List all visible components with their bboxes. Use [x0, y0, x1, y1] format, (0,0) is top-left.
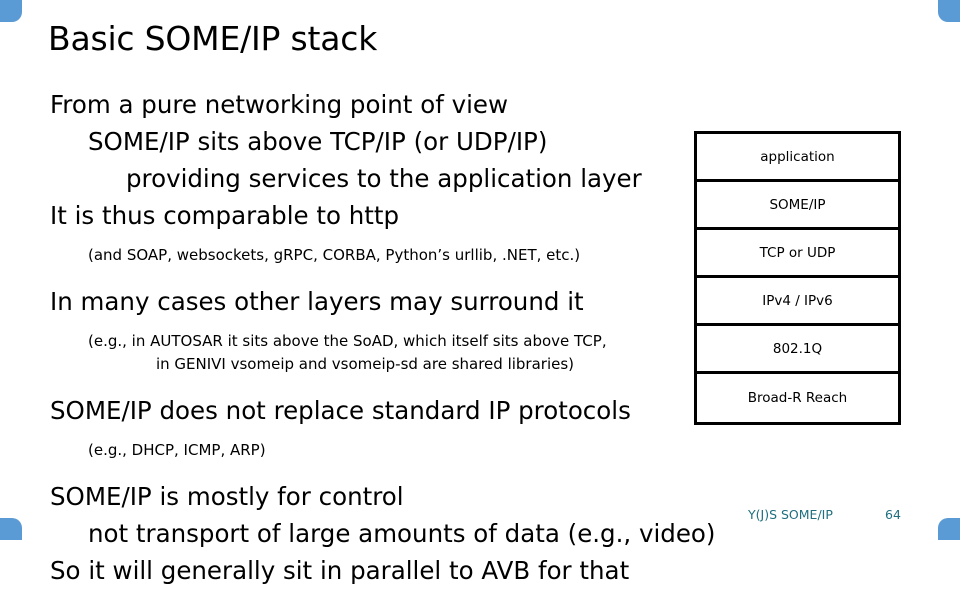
- body-line: not transport of large amounts of data (…: [88, 519, 716, 548]
- spacer: [50, 320, 680, 330]
- body-line: In many cases other layers may surround …: [50, 287, 584, 316]
- corner-decoration-bottom-left: [0, 518, 22, 540]
- stack-layer: IPv4 / IPv6: [697, 278, 898, 326]
- spacer: [50, 234, 680, 244]
- body-line: SOME/IP does not replace standard IP pro…: [50, 396, 631, 425]
- body-line: SOME/IP is mostly for control: [50, 482, 404, 511]
- spacer: [50, 267, 680, 283]
- stack-layer: SOME/IP: [697, 182, 898, 230]
- spacer: [50, 376, 680, 392]
- stack-layer: application: [697, 134, 898, 182]
- body-line: providing services to the application la…: [126, 164, 642, 193]
- footer-label: Y(J)S SOME/IP: [748, 507, 833, 522]
- corner-decoration-top-right: [938, 0, 960, 22]
- stack-layer: TCP or UDP: [697, 230, 898, 278]
- spacer: [50, 462, 680, 478]
- body-line: (e.g., in AUTOSAR it sits above the SoAD…: [88, 332, 607, 350]
- body-line: (and SOAP, websockets, gRPC, CORBA, Pyth…: [88, 246, 581, 264]
- body-line: (e.g., DHCP, ICMP, ARP): [88, 441, 266, 459]
- corner-decoration-bottom-right: [938, 518, 960, 540]
- stack-layer: 802.1Q: [697, 326, 898, 374]
- stack-layer: Broad-R Reach: [697, 374, 898, 422]
- body-line: SOME/IP sits above TCP/IP (or UDP/IP): [88, 127, 548, 156]
- slide-title: Basic SOME/IP stack: [48, 19, 378, 58]
- spacer: [50, 429, 680, 439]
- body-line: From a pure networking point of view: [50, 90, 509, 119]
- footer-page-number: 64: [885, 507, 901, 522]
- body-line: So it will generally sit in parallel to …: [50, 556, 630, 585]
- body-line: It is thus comparable to http: [50, 201, 400, 230]
- corner-decoration-top-left: [0, 0, 22, 22]
- body-line: in GENIVI vsomeip and vsomeip-sd are sha…: [155, 355, 575, 373]
